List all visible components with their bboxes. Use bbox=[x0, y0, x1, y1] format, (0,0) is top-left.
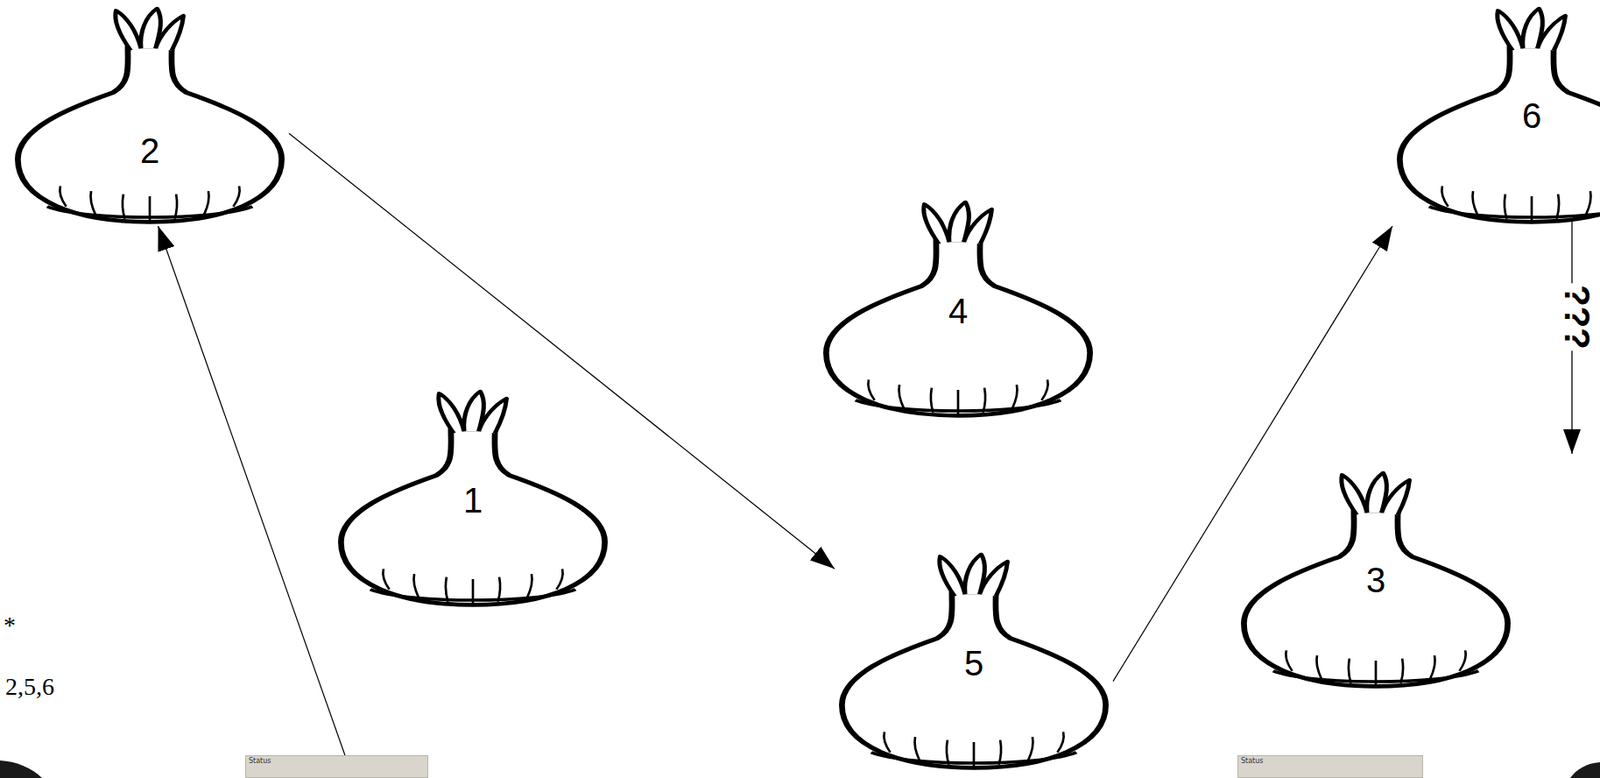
onion-leaf bbox=[1341, 474, 1368, 515]
onion-line bbox=[59, 185, 66, 206]
onion-line bbox=[232, 185, 240, 206]
onion-leaf bbox=[979, 561, 1008, 597]
onion-line bbox=[148, 196, 152, 221]
window-title: Status bbox=[246, 755, 428, 765]
computer-edge bbox=[0, 760, 43, 778]
status-window: Status bbox=[1237, 754, 1424, 778]
onion-line bbox=[1374, 660, 1378, 685]
onion-leaf bbox=[1381, 479, 1410, 515]
onion-line bbox=[174, 194, 177, 219]
onion-leaf bbox=[438, 393, 465, 434]
onion-outline bbox=[10, 5, 289, 226]
onion-line bbox=[914, 736, 920, 761]
onion-line bbox=[998, 740, 1001, 765]
onion-base bbox=[1429, 206, 1600, 218]
circuit-hop bbox=[158, 225, 346, 755]
onion-line bbox=[867, 379, 875, 400]
relay-number: 2 bbox=[10, 133, 289, 169]
onion-line bbox=[1530, 196, 1534, 221]
onion-leaf bbox=[939, 556, 966, 597]
onion-line bbox=[930, 387, 934, 413]
onion-line bbox=[204, 190, 210, 215]
onion-line bbox=[413, 573, 419, 598]
onion-line bbox=[972, 741, 976, 767]
status-window: Status bbox=[245, 754, 429, 778]
onion-line bbox=[1441, 185, 1448, 206]
note-text: * bbox=[3, 613, 16, 638]
onion-line bbox=[1459, 649, 1466, 670]
relay-number: 3 bbox=[1236, 562, 1516, 598]
relay-number: 1 bbox=[333, 482, 613, 518]
onion-line bbox=[898, 384, 904, 409]
onion-line bbox=[1472, 190, 1478, 215]
unknown-destination: ??? bbox=[1558, 282, 1594, 351]
onion-line bbox=[445, 577, 449, 602]
onion-line bbox=[382, 568, 389, 589]
onion-bulb bbox=[1399, 46, 1600, 222]
relay-number: 5 bbox=[834, 645, 1114, 681]
onion-router: 6 bbox=[1392, 5, 1600, 226]
onion-router: 3 bbox=[1236, 469, 1516, 691]
onion-leaf bbox=[1497, 10, 1523, 51]
onion-line bbox=[957, 389, 960, 415]
onion-line bbox=[1057, 731, 1064, 752]
onion-leaf bbox=[923, 204, 950, 245]
relay-number: 4 bbox=[818, 293, 1098, 329]
onion-bulb bbox=[1243, 510, 1508, 686]
onion-line bbox=[122, 194, 126, 219]
onion-line bbox=[1585, 190, 1592, 215]
onion-router: 1 bbox=[333, 387, 613, 609]
onion-line bbox=[883, 731, 890, 752]
onion-leaf bbox=[479, 398, 508, 434]
onion-leaf bbox=[964, 209, 993, 245]
onion-line bbox=[1316, 655, 1322, 679]
onion-line bbox=[497, 577, 501, 602]
window-title: Status bbox=[1238, 755, 1423, 765]
onion-line bbox=[472, 578, 475, 604]
onion-line bbox=[527, 573, 533, 598]
onion-line bbox=[982, 387, 986, 413]
relay-number: 6 bbox=[1392, 98, 1600, 134]
onion-outline bbox=[1392, 5, 1600, 226]
onion-line bbox=[1348, 658, 1352, 684]
onion-leaf bbox=[1537, 15, 1566, 51]
onion-line bbox=[1400, 658, 1403, 684]
computer-edge bbox=[1570, 761, 1600, 778]
onion-router: 5 bbox=[834, 550, 1114, 772]
onion-line bbox=[946, 740, 950, 765]
onion-line bbox=[1028, 736, 1034, 761]
onion-line bbox=[1430, 655, 1436, 679]
note-text: 2,5,6 bbox=[5, 674, 55, 699]
onion-line bbox=[90, 190, 96, 215]
onion-line bbox=[556, 568, 563, 589]
onion-router: 4 bbox=[818, 198, 1098, 420]
onion-line bbox=[1556, 194, 1559, 219]
onion-line bbox=[1285, 649, 1292, 670]
onion-line bbox=[1012, 384, 1018, 409]
onion-router: 2 bbox=[10, 5, 289, 226]
onion-line bbox=[1504, 194, 1508, 219]
onion-leaf bbox=[155, 15, 184, 51]
onion-leaf bbox=[115, 10, 141, 51]
onion-line bbox=[1041, 379, 1048, 400]
